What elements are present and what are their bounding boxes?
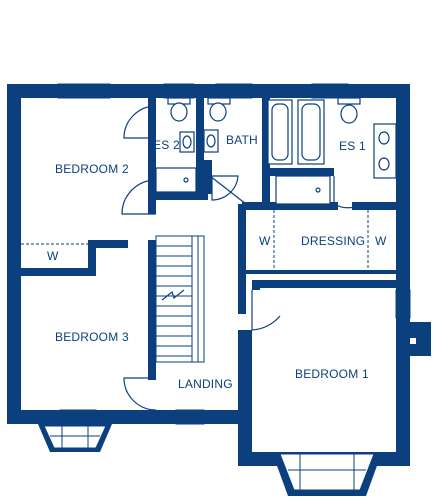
doors	[121, 105, 363, 411]
room-labels: BEDROOM 2 BEDROOM 3 BEDROOM 1 ES 2 ES 1 …	[47, 133, 387, 391]
label-w-bedroom2: W	[47, 249, 59, 263]
label-w-dressing-left: W	[259, 234, 271, 248]
label-es2: ES 2	[153, 138, 180, 152]
interior-walls	[21, 98, 402, 396]
label-es1: ES 1	[339, 139, 366, 153]
windows	[57, 83, 411, 425]
label-bedroom2: BEDROOM 2	[55, 162, 129, 176]
label-bedroom1: BEDROOM 1	[295, 367, 369, 381]
exterior-walls	[7, 84, 431, 466]
wardrobes	[21, 210, 369, 270]
bath-fixtures	[155, 97, 397, 205]
bay-window-bedroom3	[38, 409, 112, 452]
label-bath1: BATH 1	[226, 133, 268, 147]
staircase	[155, 235, 205, 363]
label-dressing: DRESSING	[301, 234, 365, 248]
label-landing: LANDING	[178, 377, 233, 391]
label-w-dressing-right: W	[375, 234, 387, 248]
bay-window-bedroom1	[272, 452, 382, 496]
label-bedroom3: BEDROOM 3	[55, 330, 129, 344]
